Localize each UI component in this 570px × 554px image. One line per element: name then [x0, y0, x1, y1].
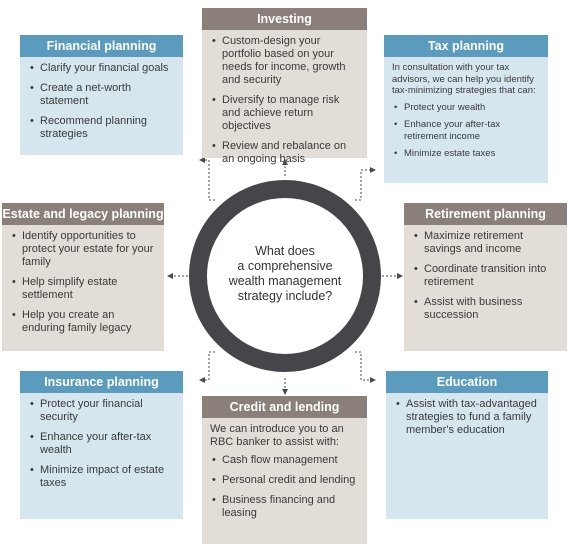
- list-item: Clarify your financial goals: [28, 62, 175, 75]
- list-item: Custom-design your portfolio based on yo…: [210, 35, 359, 87]
- center-question: What does a comprehensive wealth managem…: [226, 244, 344, 304]
- financial-planning-title: Financial planning: [20, 35, 183, 57]
- estate-planning-list: Identify opportunities to protect your e…: [10, 230, 156, 335]
- investing-list: Custom-design your portfolio based on yo…: [210, 35, 359, 166]
- retirement-planning-title: Retirement planning: [404, 203, 567, 225]
- center-question-line: strategy include?: [237, 289, 333, 303]
- center-question-line: wealth management: [228, 274, 342, 288]
- investing-title: Investing: [202, 8, 367, 30]
- list-item: Cash flow management: [210, 454, 359, 467]
- tax-planning-list: Protect your wealth Enhance your after-t…: [392, 102, 540, 160]
- insurance-planning-box: Insurance planning Protect your financia…: [20, 371, 183, 519]
- list-item: Minimize estate taxes: [392, 148, 540, 160]
- list-item: Business financing and leasing: [210, 494, 359, 520]
- list-item: Recommend planning strategies: [28, 115, 175, 141]
- list-item: Identify opportunities to protect your e…: [10, 230, 156, 269]
- list-item: Diversify to manage risk and achieve ret…: [210, 94, 359, 133]
- list-item: Personal credit and lending: [210, 474, 359, 487]
- connector-financial: [199, 157, 215, 201]
- credit-lending-box: Credit and lending We can introduce you …: [202, 396, 367, 544]
- list-item: Protect your financial security: [28, 398, 175, 424]
- list-item: Help simplify estate settlement: [10, 276, 156, 302]
- credit-lending-intro: We can introduce you to an RBC banker to…: [210, 423, 344, 448]
- retirement-planning-list: Maximize retirement savings and income C…: [412, 230, 559, 322]
- list-item: Coordinate transition into retirement: [412, 263, 559, 289]
- list-item: Create a net-worth statement: [28, 82, 175, 108]
- connector-insurance: [199, 351, 215, 383]
- tax-planning-box: Tax planning In consultation with your t…: [384, 35, 548, 183]
- education-list: Assist with tax-advantaged strategies to…: [394, 398, 540, 437]
- list-item: Help you create an enduring family legac…: [10, 309, 156, 335]
- list-item: Minimize impact of estate taxes: [28, 464, 175, 490]
- investing-box: Investing Custom-design your portfolio b…: [202, 8, 367, 165]
- insurance-planning-list: Protect your financial security Enhance …: [28, 398, 175, 490]
- insurance-planning-title: Insurance planning: [20, 371, 183, 393]
- list-item: Enhance your after-tax retirement income: [392, 119, 540, 142]
- tax-planning-intro: In consultation with your tax advisors, …: [392, 62, 536, 96]
- tax-planning-title: Tax planning: [384, 35, 548, 57]
- credit-lending-list: Cash flow management Personal credit and…: [210, 454, 359, 520]
- list-item: Enhance your after-tax wealth: [28, 431, 175, 457]
- list-item: Review and rebalance on an ongoing basis: [210, 140, 359, 166]
- credit-lending-title: Credit and lending: [202, 396, 367, 418]
- list-item: Assist with tax-advantaged strategies to…: [394, 398, 540, 437]
- list-item: Maximize retirement savings and income: [412, 230, 559, 256]
- estate-planning-box: Estate and legacy planning Identify oppo…: [2, 203, 164, 351]
- financial-planning-list: Clarify your financial goals Create a ne…: [28, 62, 175, 141]
- retirement-planning-box: Retirement planning Maximize retirement …: [404, 203, 567, 351]
- education-title: Education: [386, 371, 548, 393]
- list-item: Assist with business succession: [412, 296, 559, 322]
- center-ring: [189, 180, 381, 372]
- center-question-line: What does: [255, 244, 315, 258]
- center-question-line: a comprehensive: [237, 259, 333, 273]
- estate-planning-title: Estate and legacy planning: [2, 203, 164, 225]
- financial-planning-box: Financial planning Clarify your financia…: [20, 35, 183, 155]
- education-box: Education Assist with tax-advantaged str…: [386, 371, 548, 519]
- connector-tax: [355, 167, 376, 201]
- list-item: Protect your wealth: [392, 102, 540, 114]
- connector-education: [355, 351, 376, 383]
